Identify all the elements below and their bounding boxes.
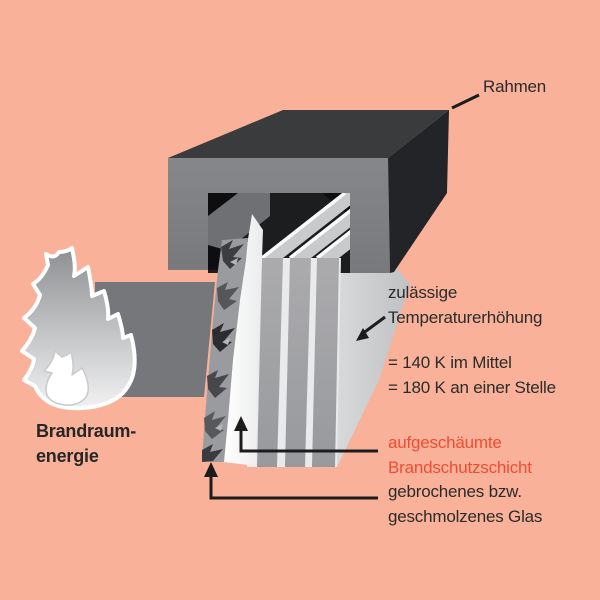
annotations [209,93,480,500]
label-fire-energy-line2: energie [36,446,99,466]
glass-panes-oblique [260,193,350,260]
label-broken-glass-line2: geschmolzenes Glas [388,506,543,526]
frame-front-face [168,158,390,273]
label-temperature-value-1: = 140 K im Mittel [388,353,512,372]
arrow-foam-head [234,416,248,431]
arrow-glass-line [209,473,378,500]
glass-pane-stripe-2 [285,258,311,467]
channel-shadow-top-left [208,193,238,216]
label-temperature-allowed: zulässige Temperaturerhöhung [388,281,542,330]
label-fire-energy-line1: Brandraum- [36,421,137,441]
arrow-temperature-line [361,315,386,336]
flame-inner [43,350,89,406]
arrow-temperature-head [356,328,369,341]
label-rahmen: Rahmen [483,77,547,96]
broken-glass-layer [202,238,248,462]
label-temperature-allowed-line2: Temperaturerhöhung [388,307,543,327]
frame-top-face [168,110,449,158]
label-temperature-allowed-line1: zulässige [388,283,458,302]
arrowheads [204,328,369,477]
glass-pane-stripe-1 [257,258,283,467]
label-foam-line2: Brandschutzschicht [388,457,532,477]
arrow-foam-line [239,427,378,453]
label-temperature-value-2: = 180 K an einer Stelle [388,377,556,397]
label-temperature-values: = 140 K im Mittel = 180 K an einer Stell… [388,351,556,400]
label-fire-energy: Brandraum- energie [36,419,136,469]
label-foam-line1: aufgeschäumte [388,433,502,452]
frame-side-face [388,110,449,273]
pointer-line-rahmen [451,93,480,110]
broken-glass-shards [202,240,244,462]
backdrop-panel [337,240,410,467]
foam-layer [224,214,263,466]
label-broken-glass-line1: gebrochenes bzw. [388,482,522,501]
flame-icon [20,246,137,411]
label-foam-layer: aufgeschäumte Brandschutzschicht [388,431,532,480]
label-broken-glass: gebrochenes bzw. geschmolzenes Glas [388,480,542,529]
arrow-glass-head [204,462,218,477]
glass-pane-stripe-3 [312,258,339,467]
